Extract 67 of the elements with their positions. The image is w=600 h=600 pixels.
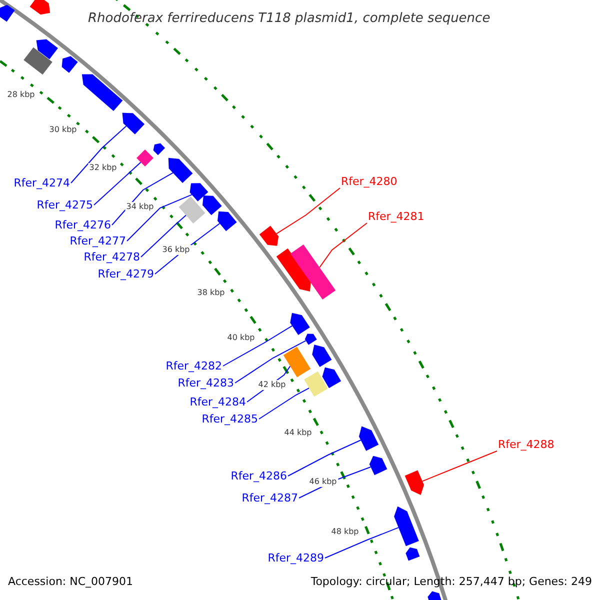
- position-label: 48 kbp: [330, 527, 360, 537]
- gene-label: Rfer_4274: [14, 176, 70, 190]
- gene-block: [136, 150, 154, 166]
- position-label: 44 kbp: [283, 428, 313, 438]
- gene-label: Rfer_4288: [498, 438, 554, 451]
- gene-block: [428, 591, 442, 600]
- gene-block: [322, 367, 342, 388]
- summary-text: Topology: circular; Length: 257,447 bp; Genes: 249: [310, 574, 592, 590]
- gene-label: Rfer_4281: [368, 210, 424, 223]
- gene-label: Rfer_4275: [36, 198, 93, 212]
- leader-line: [126, 194, 192, 242]
- leader-line: [94, 162, 142, 206]
- gene-block: [276, 248, 311, 292]
- gene-block: [218, 211, 237, 232]
- position-label: 38 kbp: [196, 288, 226, 298]
- gene-label: Rfer_4278: [84, 250, 140, 264]
- position-label: 46 kbp: [308, 477, 338, 487]
- leader-line: [288, 440, 362, 476]
- gene-block: [36, 39, 58, 60]
- gene-block: [30, 0, 50, 15]
- gene-block: [404, 470, 424, 495]
- leader-line: [140, 214, 186, 258]
- leader-line: [319, 222, 368, 268]
- gene-block: [168, 158, 193, 183]
- leader-line: [422, 450, 498, 482]
- position-label: 40 kbp: [226, 333, 256, 343]
- gene-block: [304, 334, 317, 345]
- gene-block: [62, 56, 78, 73]
- gene-label: Rfer_4285: [202, 412, 258, 426]
- gene-block: [82, 74, 123, 112]
- leader-line: [234, 340, 306, 384]
- position-label: 42 kbp: [257, 380, 287, 390]
- leader-line: [324, 527, 399, 558]
- leader-line: [112, 172, 174, 226]
- leader-line: [258, 388, 310, 420]
- gene-block: [283, 346, 311, 378]
- accession-text: Accession: NC_007901: [8, 574, 134, 590]
- leader-line: [276, 188, 340, 234]
- gene-block: [290, 312, 310, 336]
- gene-block: [259, 226, 279, 246]
- position-label: 36 kbp: [161, 245, 191, 255]
- title: Rhodoferax ferrireducens T118 plasmid1, complete sequence: [88, 10, 490, 28]
- gene-block: [369, 456, 388, 476]
- gene-block: [190, 183, 208, 202]
- leader-line: [70, 126, 127, 184]
- gene-block: [202, 195, 222, 216]
- gene-block: [153, 143, 166, 156]
- gene-block: [0, 4, 15, 22]
- gene-block: [358, 426, 379, 451]
- gene-label: Rfer_4287: [242, 492, 298, 504]
- gene-label: Rfer_4282: [166, 360, 222, 372]
- gene-block: [178, 196, 206, 224]
- position-label: 32 kbp: [88, 163, 118, 173]
- gene-label: Rfer_4280: [341, 175, 398, 188]
- position-label: 30 kbp: [48, 125, 78, 135]
- gene-block: [312, 344, 332, 368]
- leader-line: [222, 325, 293, 366]
- gene-label: Rfer_4283: [178, 376, 234, 390]
- gene-label: Rfer_4277: [70, 234, 126, 248]
- position-label: 34 kbp: [125, 202, 155, 212]
- gene-label: Rfer_4279: [98, 268, 154, 280]
- gene-label: Rfer_4286: [230, 470, 287, 482]
- gene-label: Rfer_4276: [54, 218, 111, 232]
- gene-label: Rfer_4284: [190, 396, 246, 408]
- gene-label: Rfer_4289: [268, 552, 324, 564]
- position-label: 28 kbp: [6, 90, 36, 100]
- gene-block: [122, 112, 145, 134]
